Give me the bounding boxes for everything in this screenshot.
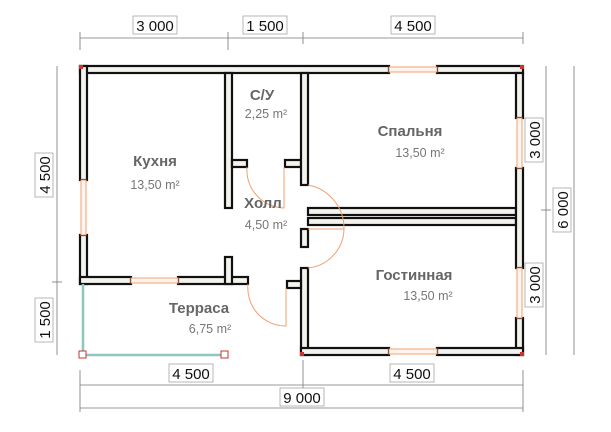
- terrace-railing: [78, 284, 229, 359]
- door-entrance: [247, 283, 287, 327]
- room-area-terrace: 6,75 m²: [189, 322, 231, 336]
- dim-top-3: 4 500: [394, 18, 432, 35]
- room-name-living: Гостинная: [376, 267, 453, 284]
- room-name-hall: Холл: [244, 195, 282, 212]
- dim-right-1: 3 000: [527, 121, 544, 159]
- window-bedroom-right: [516, 117, 523, 169]
- dimension-labels: 3 000 1 500 4 500 4 500 1 500 3 000 3 00…: [34, 15, 572, 407]
- windows: [80, 66, 523, 355]
- door-bedroom: [307, 184, 345, 230]
- room-name-kitchen: Кухня: [133, 153, 177, 170]
- room-area-bathroom: 2,25 m²: [245, 107, 287, 121]
- door-bathroom: [246, 166, 285, 209]
- room-name-terrace: Терраса: [169, 300, 230, 317]
- dim-bottom-2: 4 500: [393, 366, 431, 383]
- dim-bottom-1: 4 500: [172, 366, 210, 383]
- window-living-right: [516, 267, 523, 319]
- room-area-kitchen: 13,50 m²: [130, 178, 179, 192]
- room-area-living: 13,50 m²: [403, 289, 452, 303]
- room-area-hall: 4,50 m²: [245, 218, 287, 232]
- room-labels: Кухня 13,50 m² С/У 2,25 m² Спальня 13,50…: [130, 87, 452, 336]
- room-area-bedroom: 13,50 m²: [395, 146, 444, 160]
- doors: [246, 166, 345, 327]
- dim-top-2: 1 500: [246, 18, 284, 35]
- window-kitchen-bottom: [130, 277, 179, 284]
- dim-top-1: 3 000: [136, 18, 174, 35]
- walls: [78, 64, 525, 357]
- dim-right-total: 6 000: [555, 191, 572, 229]
- room-name-bathroom: С/У: [250, 87, 275, 104]
- window-living-bottom: [388, 348, 438, 355]
- dimension-lines: [52, 32, 575, 412]
- dim-bottom-total: 9 000: [283, 390, 321, 407]
- dim-left-1: 4 500: [37, 156, 54, 194]
- dim-right-2: 3 000: [527, 266, 544, 304]
- dim-left-2: 1 500: [37, 301, 54, 339]
- window-kitchen-left: [80, 179, 87, 236]
- room-name-bedroom: Спальня: [378, 123, 443, 140]
- door-living: [307, 228, 345, 269]
- window-bedroom-top: [388, 66, 438, 73]
